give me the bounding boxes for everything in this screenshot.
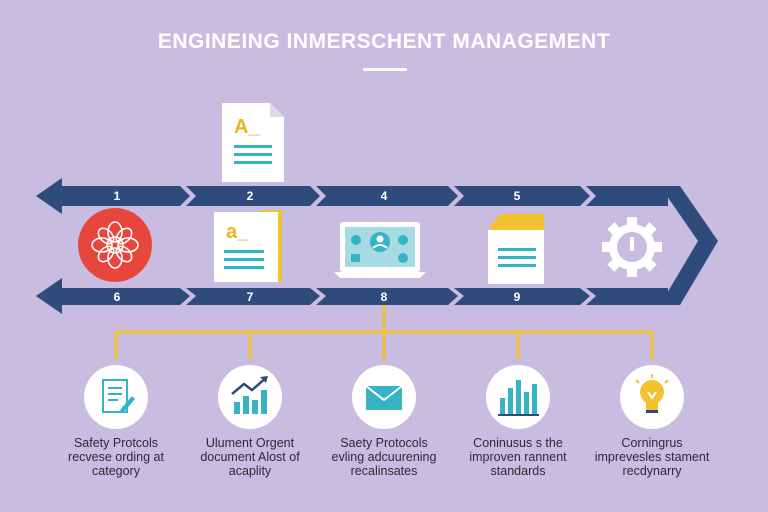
right-chevron xyxy=(660,186,718,305)
folder-doc-icon: a_ xyxy=(214,210,282,282)
step-number: 5 xyxy=(513,189,521,203)
top-separators xyxy=(180,186,596,206)
envelope-icon xyxy=(365,385,403,410)
step-number: 7 xyxy=(246,290,254,304)
bar-chart-icon xyxy=(498,380,539,416)
title-underline xyxy=(363,68,407,71)
yellow-connectors xyxy=(114,305,654,360)
page-title: ENGINEING INMERSCHENT MANAGEMENT xyxy=(157,30,611,53)
growth-chart-icon xyxy=(231,376,268,414)
step-number: 9 xyxy=(513,290,521,304)
lightbulb-icon xyxy=(635,374,669,413)
svg-text:A_: A_ xyxy=(234,116,260,138)
step-number: 6 xyxy=(113,290,121,304)
flower-emblem-icon xyxy=(78,208,152,282)
bottom-separators xyxy=(180,288,596,305)
bottom-arrow-band xyxy=(36,278,668,314)
step-number: 4 xyxy=(380,189,388,203)
step-number: 8 xyxy=(380,290,388,304)
step-number: 2 xyxy=(246,189,254,203)
svg-text:a_: a_ xyxy=(226,221,249,243)
document-a-icon: A_ xyxy=(222,103,284,182)
top-arrow-band xyxy=(36,178,668,214)
step-number: 1 xyxy=(113,189,121,203)
folder-document-icon xyxy=(488,214,544,284)
laptop-dashboard-icon xyxy=(334,222,426,278)
document-pen-icon xyxy=(102,379,135,413)
gear-icon xyxy=(602,217,662,277)
